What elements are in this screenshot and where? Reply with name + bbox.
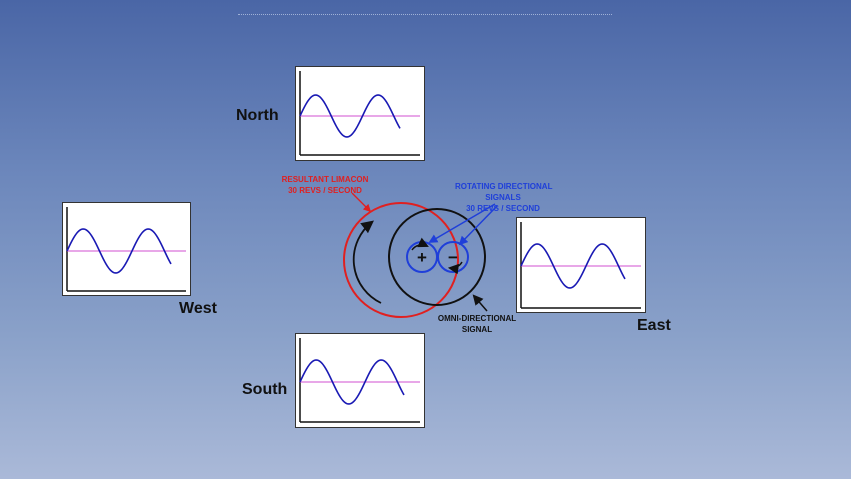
- west-waveform-panel: [62, 202, 191, 296]
- sine-wave: [66, 228, 172, 274]
- sine-wave: [299, 94, 401, 138]
- rotating-label-line2: SIGNALS: [485, 193, 521, 202]
- plus-icon: +: [417, 248, 427, 267]
- rotating-label-line1: ROTATING DIRECTIONAL: [455, 182, 553, 191]
- north-waveform-plot: [299, 71, 420, 156]
- rotating-pointer-arrow-plus: [428, 203, 496, 243]
- curved-arrow-icon: [411, 237, 429, 251]
- west-waveform-plot: [66, 207, 186, 292]
- east-waveform-panel: [516, 217, 646, 313]
- north-label: North: [236, 107, 279, 124]
- minus-icon: −: [448, 248, 458, 267]
- curved-arrow-icon: [447, 261, 463, 275]
- south-waveform-plot: [299, 338, 420, 423]
- east-label: East: [637, 317, 671, 334]
- top-divider: [238, 14, 612, 15]
- rotation-arrow-icon: [352, 220, 382, 304]
- south-waveform-panel: [295, 333, 425, 428]
- north-waveform-panel: [295, 66, 425, 161]
- omni-directional-circle: [388, 208, 486, 306]
- rotating-label-line3: 30 REVS / SECOND: [466, 204, 540, 213]
- omni-pointer-arrow: [472, 294, 488, 312]
- omni-label-line2: SIGNAL: [461, 325, 493, 334]
- resultant-pointer-arrow: [351, 192, 372, 213]
- sine-wave: [299, 359, 405, 405]
- omni-directional-label: OMNI-DIRECTIONAL SIGNAL: [432, 313, 522, 335]
- west-label: West: [179, 300, 217, 317]
- omni-label-line1: OMNI-DIRECTIONAL: [437, 314, 517, 323]
- rotating-directional-label: ROTATING DIRECTIONAL SIGNALS 30 REVS / S…: [455, 181, 553, 214]
- resultant-limacon-label: RESULTANT LIMACON 30 REVS / SECOND: [280, 174, 370, 196]
- south-label: South: [242, 381, 288, 398]
- rotating-pointer-arrow-minus: [458, 205, 498, 246]
- sine-wave: [520, 243, 626, 289]
- resultant-limacon-circle: [343, 202, 459, 318]
- east-waveform-plot: [520, 222, 641, 309]
- resultant-label-line2: 30 REVS / SECOND: [288, 186, 362, 195]
- resultant-label-line1: RESULTANT LIMACON: [281, 175, 369, 184]
